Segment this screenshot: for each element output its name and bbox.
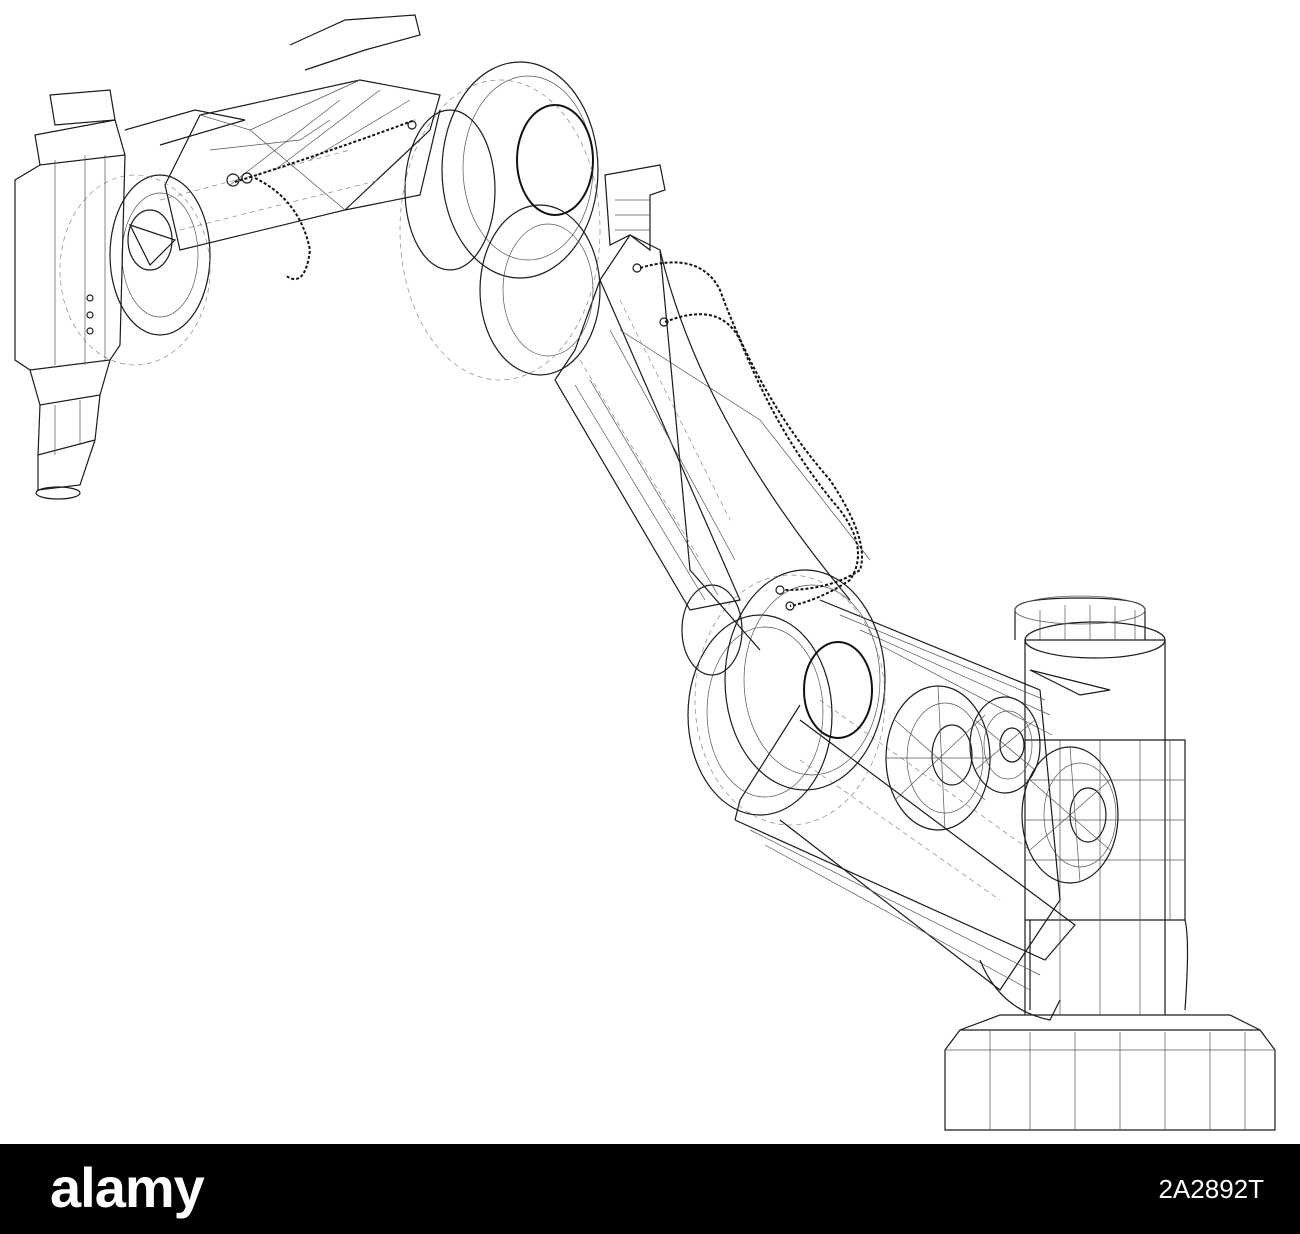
watermark-footer-bar: alamy 2A2892T [0, 1144, 1300, 1234]
robot-end-effector-tool [14, 89, 126, 500]
robot-upper-arm [554, 164, 871, 651]
robot-elbow-joint [681, 569, 886, 826]
image-id-label: 2A2892T [1158, 1174, 1264, 1204]
robot-wrist-joint [399, 61, 601, 381]
robot-lower-arm [734, 599, 1111, 1021]
robot-wrist-rotator [59, 174, 211, 366]
robot-cable-harness [632, 261, 863, 611]
robot-base [944, 1014, 1276, 1131]
alamy-logo: alamy [50, 1156, 205, 1219]
robotic-arm-wireframe-illustration [14, 14, 1276, 1131]
robot-motor-discs [885, 685, 1119, 884]
robot-turret-column [1014, 595, 1189, 1015]
robot-forearm [124, 14, 441, 281]
